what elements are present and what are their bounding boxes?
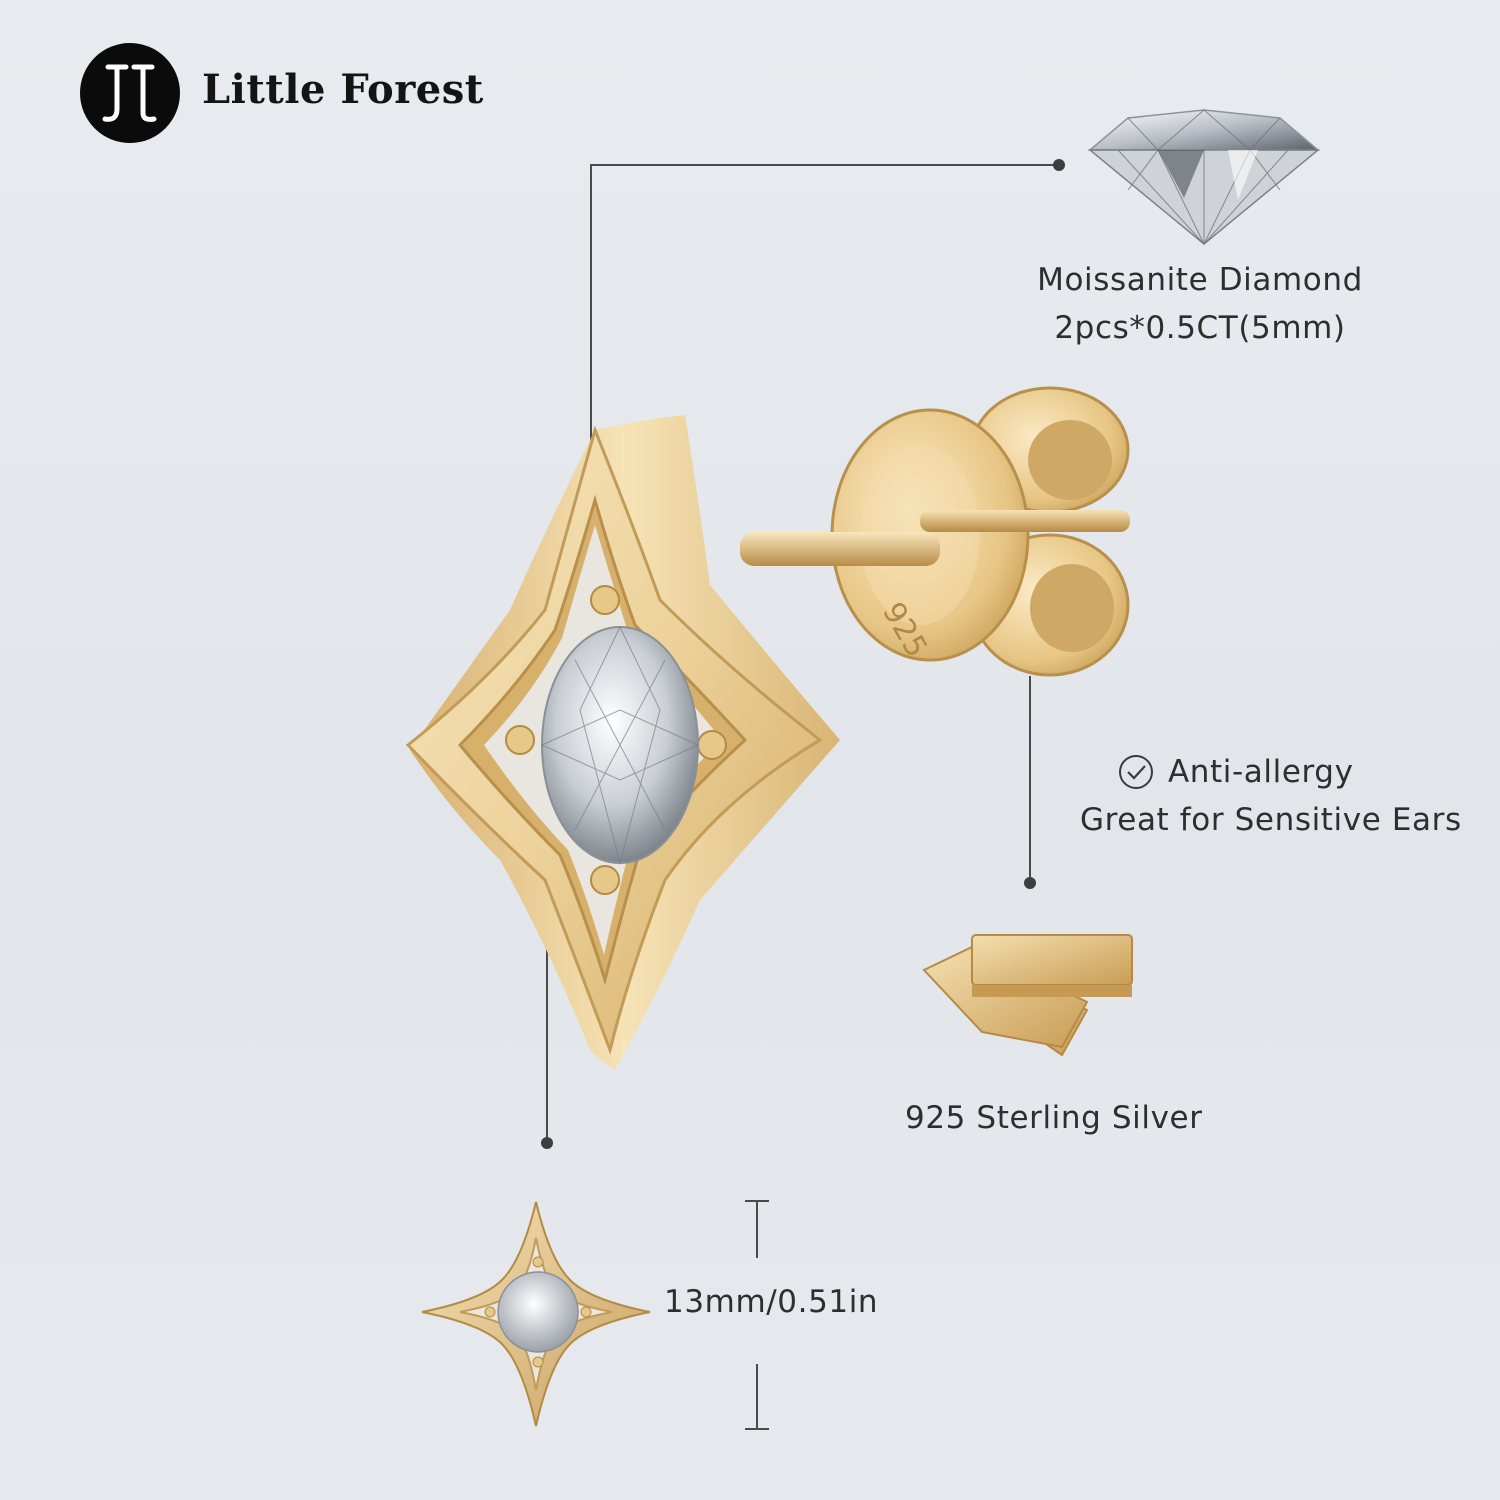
material-title: 925 Sterling Silver [905, 1100, 1203, 1136]
jl-monogram-logo [80, 43, 180, 143]
size-dimension-top-cap [745, 1200, 769, 1202]
earring-thumbnail [421, 1201, 651, 1427]
size-dimension-bottom-cap [745, 1428, 769, 1430]
allergy-title-row: Anti-allergy [1070, 748, 1490, 796]
brand-name: Little Forest [202, 66, 484, 113]
allergy-spec: Anti-allergy Great for Sensitive Ears [1070, 748, 1490, 844]
gem-leader-dot [1053, 159, 1065, 171]
allergy-leader-dot [1024, 877, 1036, 889]
silver-bar-icon [922, 934, 1133, 1057]
gem-spec: Moissanite Diamond 2pcs*0.5CT(5mm) [960, 256, 1440, 352]
gem-leader-horizontal [590, 164, 1060, 166]
size-dimension-bottom [756, 1364, 758, 1430]
gem-title: Moissanite Diamond [1037, 262, 1363, 298]
allergy-leader [1029, 676, 1031, 882]
size-leader-dot [541, 1137, 553, 1149]
size-label: 13mm/0.51in [664, 1284, 879, 1320]
check-circle-icon [1119, 755, 1153, 789]
size-leader [546, 932, 548, 1142]
gem-leader-vertical [590, 164, 592, 604]
earring-post [740, 532, 940, 566]
allergy-title: Anti-allergy [1168, 754, 1354, 790]
allergy-detail: Great for Sensitive Ears [1080, 802, 1462, 838]
gem-detail: 2pcs*0.5CT(5mm) [1054, 310, 1346, 346]
moissanite-diamond-icon [1087, 109, 1321, 246]
size-dimension-top [756, 1200, 758, 1258]
earring-front [405, 415, 840, 1070]
